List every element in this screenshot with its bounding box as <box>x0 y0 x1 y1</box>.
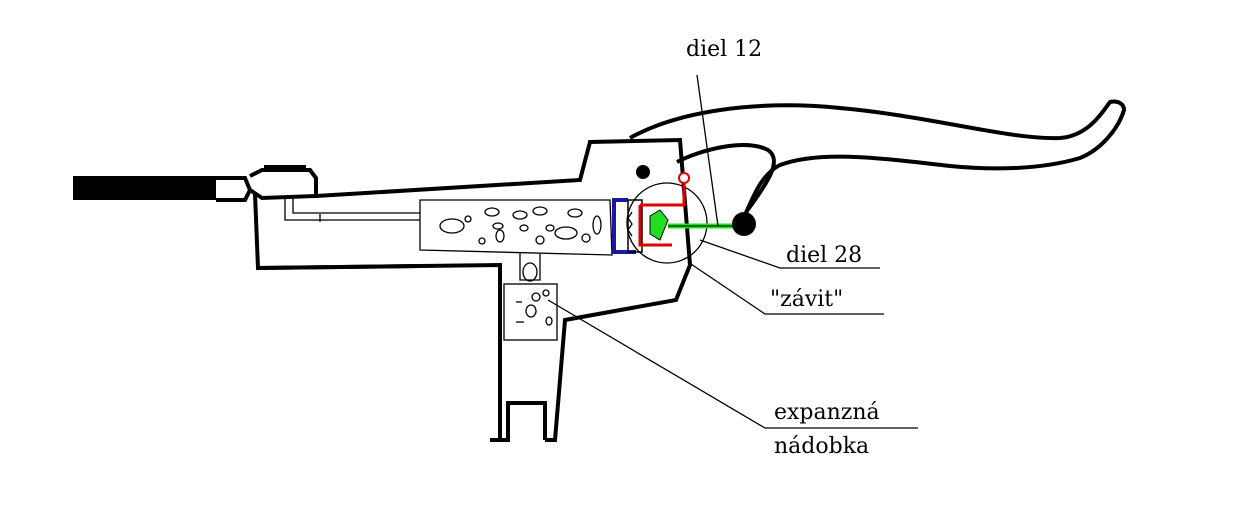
thread-teeth <box>627 211 633 237</box>
cable-clamp <box>248 168 318 201</box>
expansion-vessel <box>503 283 558 341</box>
green-insert <box>649 209 669 241</box>
leader-zavit <box>687 261 884 315</box>
bottom-slot <box>490 401 547 442</box>
leader-expanzna <box>547 299 918 429</box>
lever-adjuster-knob <box>732 212 756 236</box>
reservoir-port <box>522 262 538 282</box>
vessel-bubbles <box>516 289 553 326</box>
reservoir-neck <box>519 252 541 281</box>
brake-lever-handle <box>629 99 1127 223</box>
body-lower-edge <box>257 264 421 270</box>
hydraulic-line <box>284 198 420 221</box>
label-nadobka: nádobka <box>774 434 869 459</box>
label-diel-28: diel 28 <box>786 243 862 268</box>
lever-blade-inner <box>676 143 776 214</box>
leader-diel12 <box>696 74 719 227</box>
thread-zone <box>626 182 708 264</box>
label-zavit: "závit" <box>770 287 843 312</box>
fluid-bubbles <box>439 206 602 245</box>
spring-pin <box>678 172 690 184</box>
pivot-bolt <box>636 165 650 179</box>
piston-seal <box>612 198 636 254</box>
lever-body-outline <box>253 137 693 442</box>
label-expanzna: expanzná <box>774 400 880 425</box>
cable-housing <box>73 176 216 200</box>
cable-end-fitting <box>216 176 253 202</box>
master-cylinder-chamber <box>419 199 613 256</box>
leader-diel28 <box>699 239 880 269</box>
label-diel-12: diel 12 <box>686 37 762 62</box>
return-spring <box>638 182 686 247</box>
